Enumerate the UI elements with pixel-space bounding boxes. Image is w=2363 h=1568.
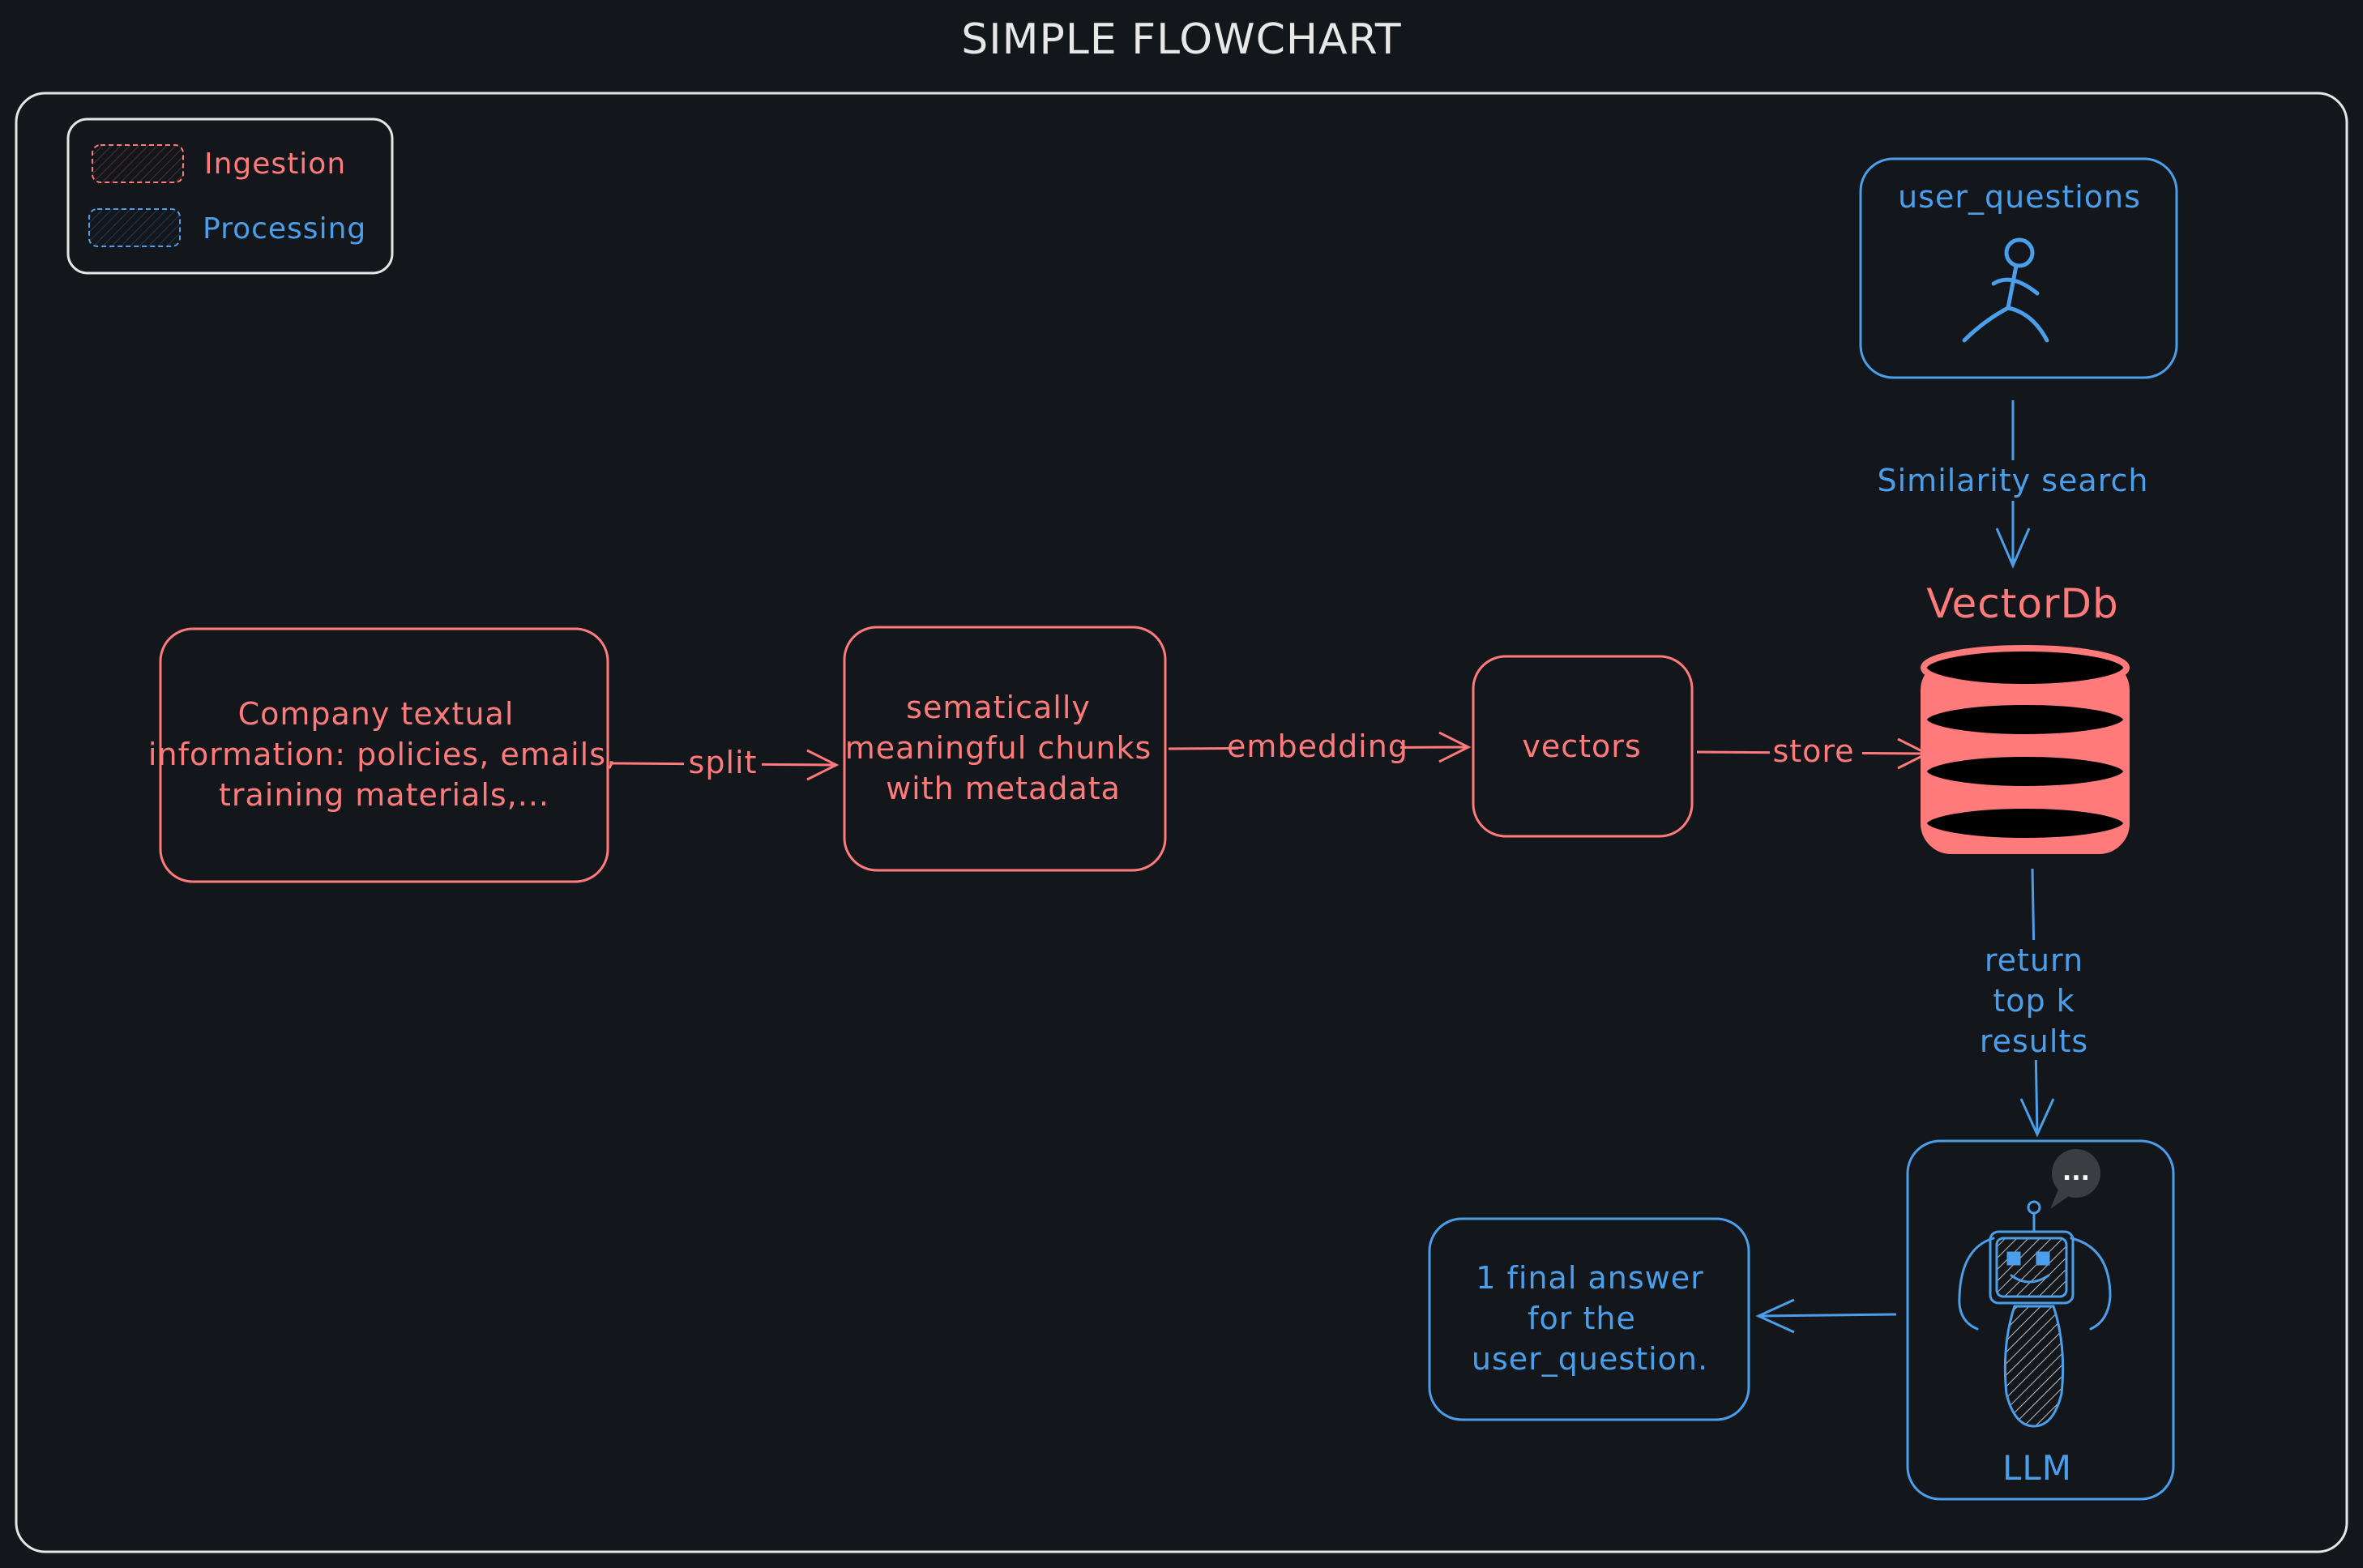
node-source-line-3: training materials,...: [219, 777, 549, 813]
node-chunks-line-1: sematically: [906, 690, 1091, 725]
node-llm: ... LLM: [1906, 1139, 2175, 1501]
node-answer-line-3: user_question.: [1472, 1341, 1708, 1377]
node-user-questions: user_questions: [1859, 157, 2178, 379]
node-vectordb-label: VectorDb: [1926, 580, 2119, 627]
node-source: Company textual information: policies, e…: [148, 627, 617, 883]
edge-answer: [1755, 1298, 1897, 1334]
edge-similarity-label: Similarity search: [1878, 463, 2149, 498]
speech-bubble-icon: ...: [2050, 1149, 2100, 1209]
node-answer: 1 final answer for the user_question.: [1428, 1217, 1750, 1421]
node-chunks: sematically meaningful chunks with metad…: [843, 626, 1167, 872]
legend: Ingestion Processing: [66, 117, 394, 275]
person-icon: [1962, 237, 2049, 343]
edge-store-label: store: [1772, 733, 1854, 769]
page-title: SIMPLE FLOWCHART: [961, 15, 1401, 64]
node-vectors-label: vectors: [1522, 728, 1641, 764]
node-source-line-1: Company textual: [238, 696, 515, 732]
edge-return-line-2: top k: [1993, 983, 2075, 1019]
edge-embedding-label: embedding: [1227, 728, 1408, 764]
legend-swatch-processing: [88, 208, 181, 247]
legend-label-ingestion: Ingestion: [204, 147, 346, 181]
legend-label-processing: Processing: [203, 212, 366, 246]
edge-return-line-3: results: [1980, 1023, 2088, 1059]
node-vectors: vectors: [1472, 655, 1694, 838]
edge-split: split: [612, 742, 840, 784]
robot-icon: [1958, 1200, 2112, 1428]
edge-return-results: return top k results: [1969, 868, 2099, 1138]
node-answer-line-1: 1 final answer: [1476, 1260, 1703, 1296]
node-chunks-line-2: meaningful chunks: [845, 730, 1152, 766]
diagram-frame: [15, 92, 2348, 1553]
edge-store: store: [1696, 731, 1930, 773]
node-llm-label: LLM: [2002, 1448, 2072, 1488]
edge-embedding: embedding: [1168, 724, 1472, 767]
legend-box: [66, 117, 394, 275]
edge-return-line-1: return: [1985, 942, 2083, 978]
node-source-line-2: information: policies, emails,: [148, 737, 617, 772]
speech-bubble-text: ...: [2062, 1158, 2090, 1186]
node-vectordb: VectorDb: [1921, 580, 2130, 854]
edge-split-label: split: [689, 745, 758, 780]
edge-similarity-search: Similarity search: [1878, 400, 2149, 569]
node-chunks-line-3: with metadata: [886, 771, 1121, 806]
legend-swatch-ingestion: [92, 144, 184, 183]
node-answer-line-2: for the: [1528, 1301, 1636, 1336]
database-icon: [1921, 645, 2130, 854]
node-user-questions-label: user_questions: [1898, 179, 2141, 215]
